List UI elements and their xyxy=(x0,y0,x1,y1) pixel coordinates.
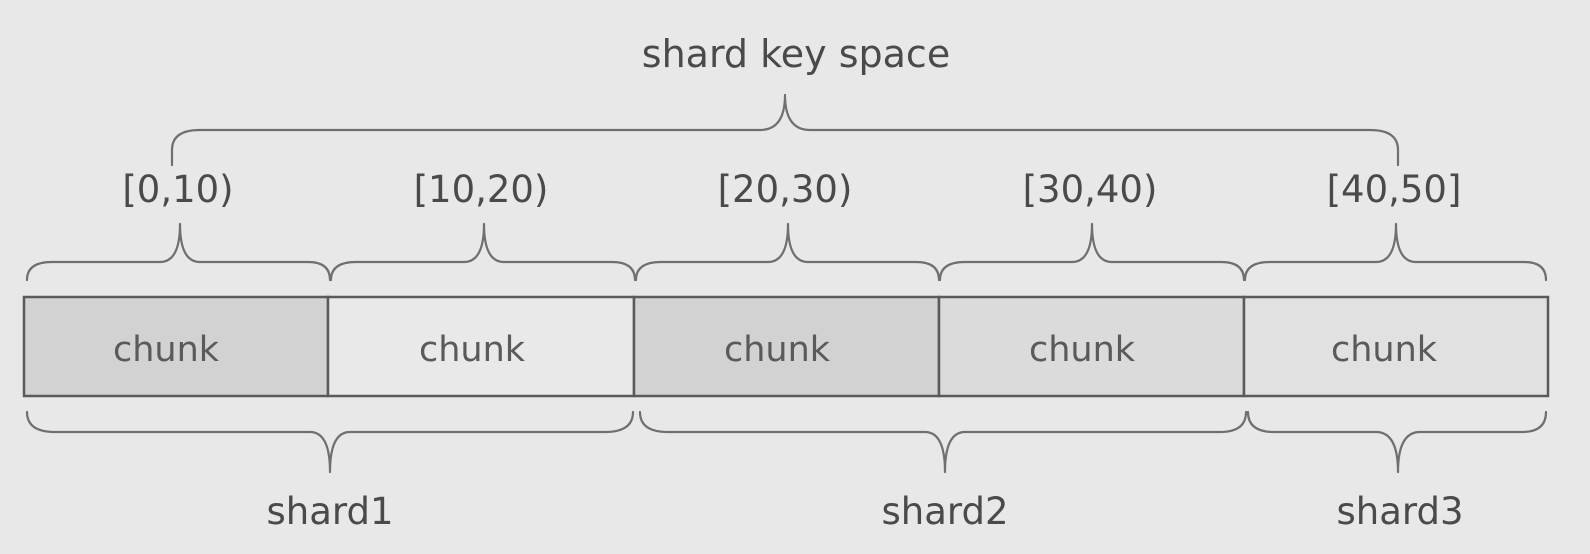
key-space-brace xyxy=(170,93,1400,167)
shard-brace xyxy=(25,410,635,474)
chunk-brace xyxy=(25,222,332,282)
chunk-label: chunk xyxy=(1331,330,1438,370)
chunk-box xyxy=(632,295,941,398)
chunk-row: chunk chunk chunk chunk chunk xyxy=(22,295,1550,398)
chunk-brace xyxy=(1243,222,1548,282)
shard-label: shard2 xyxy=(882,490,1009,533)
shard-label: shard3 xyxy=(1337,490,1464,533)
diagram-title: shard key space xyxy=(642,32,950,76)
range-labels: [0,10) [10,20) [20,30) [30,40) [40,50] xyxy=(122,168,1461,211)
shard-braces xyxy=(25,410,1548,474)
shard-labels: shard1 shard2 shard3 xyxy=(267,490,1464,533)
chunk-box xyxy=(1242,295,1550,398)
chunk-label: chunk xyxy=(1029,330,1136,370)
shard-brace xyxy=(638,410,1248,474)
range-label: [40,50] xyxy=(1327,168,1462,211)
chunk-brace xyxy=(634,222,941,282)
chunk-label: chunk xyxy=(724,330,831,370)
shard-label: shard1 xyxy=(267,490,394,533)
chunk-box xyxy=(326,295,636,398)
range-label: [10,20) xyxy=(414,168,549,211)
range-label: [0,10) xyxy=(122,168,233,211)
range-label: [30,40) xyxy=(1023,168,1158,211)
chunk-braces xyxy=(25,222,1548,282)
range-label: [20,30) xyxy=(718,168,853,211)
chunk-label: chunk xyxy=(419,330,526,370)
chunk-box xyxy=(22,295,330,398)
chunk-brace xyxy=(938,222,1246,282)
shard-brace xyxy=(1246,410,1548,474)
chunk-label: chunk xyxy=(113,330,220,370)
chunk-brace xyxy=(329,222,637,282)
